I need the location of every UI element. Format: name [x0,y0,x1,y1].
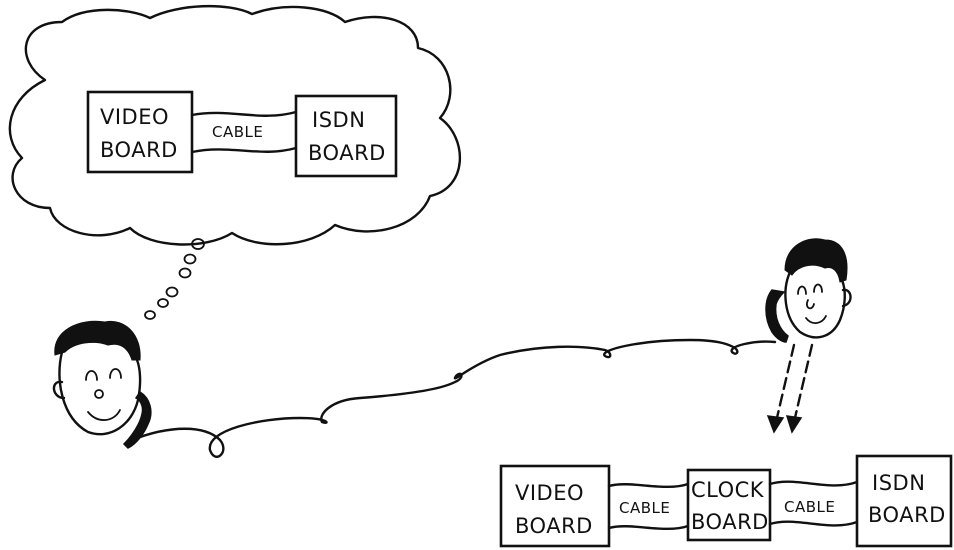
thought-dot [165,286,179,298]
thought-cloud: VIDEO BOARD CABLE ISDN BOARD [8,4,461,320]
thought-dot [191,238,205,250]
cable-2: CABLE [768,480,859,527]
cable-1: CABLE [607,482,690,531]
thought-video-board-line1: VIDEO [100,105,169,129]
right-person-arrow-line [792,343,814,424]
right-person-phone-icon [765,289,789,343]
thought-dot [157,298,169,308]
left-person-face [58,350,142,436]
clock-board: CLOCK BOARD [686,468,772,542]
clock-board-box [686,468,772,542]
thought-video-board-line2: BOARD [100,138,178,162]
cable-2-label: CABLE [784,498,835,516]
right-person-arrow-line [774,343,796,424]
right-person-mouth [805,315,827,324]
thought-dot [144,310,156,320]
right-person-eye [813,283,823,293]
cable-2-bottom-edge [768,520,859,527]
thought-trail [144,238,205,320]
actual-setup: VIDEO BOARD CABLE CLOCK BOARD CABLE ISDN… [499,454,953,548]
thought-isdn-board-line1: ISDN [312,108,365,132]
thought-dot [178,267,192,279]
left-person-eye [85,370,98,381]
right-person-ear [841,288,852,308]
right-person-face [784,270,846,339]
thought-isdn-board-line2: BOARD [308,141,386,165]
thought-cable: CABLE [190,110,298,154]
video-board-box [499,464,611,548]
thought-video-board: VIDEO BOARD [86,90,194,174]
cable-1-label: CABLE [619,499,670,517]
video-board: VIDEO BOARD [499,464,611,548]
thought-cable-label: CABLE [212,123,263,141]
thought-cloud-outline [8,4,461,246]
thought-isdn-board: ISDN BOARD [294,94,398,178]
thought-isdn-board-box [294,94,398,178]
cable-1-top-edge [607,482,690,489]
cable-2-top-edge [768,480,859,487]
video-board-line1: VIDEO [515,481,584,505]
isdn-board-box [855,454,953,548]
video-board-line2: BOARD [515,514,593,538]
isdn-board-line1: ISDN [872,471,925,495]
left-person-nose [94,389,104,399]
right-person [765,238,852,434]
arrow-down-icon [785,415,803,434]
left-person-mouth [87,409,121,421]
right-person-nose [806,299,815,310]
thought-video-board-box [86,90,194,174]
left-person-ear [52,380,66,400]
thought-cable-bottom-edge [190,146,298,154]
left-person [52,320,152,449]
left-person-phone-icon [122,390,152,449]
thought-dot [183,253,197,265]
isdn-board: ISDN BOARD [855,454,953,548]
arrow-down-icon [766,415,785,434]
right-person-eye [797,285,807,295]
isdn-board-line2: BOARD [868,503,946,527]
left-person-hair [54,320,141,361]
right-person-hair [784,238,848,283]
clock-board-line1: CLOCK [691,478,765,502]
left-person-eye [109,368,122,379]
phone-cord [130,338,777,458]
thought-cable-top-edge [190,110,298,117]
clock-board-line2: BOARD [691,510,769,534]
cable-1-bottom-edge [607,524,690,531]
